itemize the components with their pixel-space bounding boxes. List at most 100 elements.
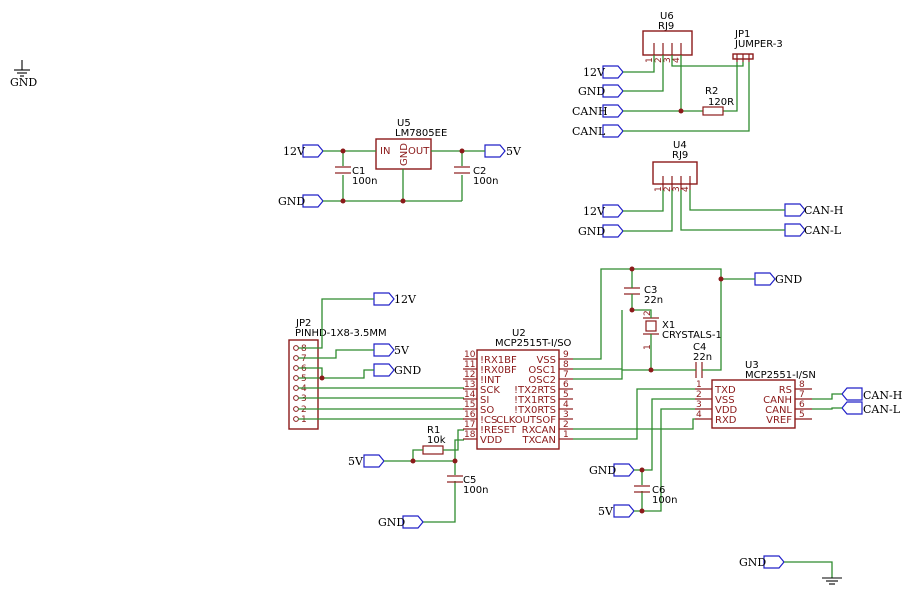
resistor-r2[interactable]: R2 120R bbox=[702, 86, 734, 116]
u6-value: RJ9 bbox=[658, 21, 674, 32]
net-label-can-l-u4[interactable]: CAN-L bbox=[784, 223, 842, 237]
capacitor-c2[interactable]: C2 100n bbox=[454, 166, 498, 187]
c6-value: 100n bbox=[652, 495, 677, 506]
pin-name: !TX2RTS bbox=[514, 385, 556, 396]
pin-number: 17 bbox=[464, 420, 475, 430]
pin-number: 6 bbox=[563, 380, 569, 390]
c1-value: 100n bbox=[352, 176, 377, 187]
pin-number: 16 bbox=[464, 410, 476, 420]
net-label-12v-u6[interactable]: 12V bbox=[583, 65, 624, 79]
svg-text:1: 1 bbox=[643, 344, 653, 350]
pin-number: 12 bbox=[464, 370, 475, 380]
pin-number: 6 bbox=[799, 400, 805, 410]
u4-value: RJ9 bbox=[672, 150, 688, 161]
net-label-can-h-u3[interactable]: CAN-H bbox=[841, 387, 902, 402]
header-jp2[interactable]: JP2 PINHD-1X8-3.5MM 8 7 6 5 4 3 2 1 bbox=[288, 318, 387, 430]
pin-name: !CS bbox=[480, 415, 497, 426]
net-label-can-h-u4[interactable]: CAN-H bbox=[784, 203, 843, 217]
capacitor-c6[interactable]: C6 100n bbox=[634, 485, 677, 506]
svg-text:2: 2 bbox=[301, 405, 307, 415]
capacitor-c3[interactable]: C3 22n bbox=[624, 285, 663, 306]
net-label-gnd-jp2[interactable]: GND bbox=[373, 363, 421, 377]
c2-value: 100n bbox=[473, 176, 498, 187]
capacitor-c1[interactable]: C1 100n bbox=[335, 166, 377, 187]
net-label-5v-regulator[interactable]: 5V bbox=[484, 144, 522, 158]
net-label-gnd-bottom[interactable]: GND bbox=[739, 555, 785, 569]
pin-name: !INT bbox=[480, 375, 501, 386]
net-label-text: CAN-L bbox=[863, 403, 901, 416]
connector-u4-rj9[interactable]: U4 RJ9 1 2 3 4 bbox=[652, 140, 698, 192]
jp2-ref: JP2 bbox=[295, 318, 311, 329]
resistor-r1[interactable]: R1 10k bbox=[422, 425, 446, 455]
pin-name: !RESET bbox=[480, 425, 517, 436]
net-label-text: 12V bbox=[583, 66, 606, 79]
pin-number: 8 bbox=[563, 360, 569, 370]
pin-name: !TX1RTS bbox=[514, 395, 556, 406]
net-label-text: 5V bbox=[506, 145, 522, 158]
net-label-canl-u6[interactable]: CANL bbox=[572, 124, 624, 138]
u5-pin-out: OUT bbox=[408, 146, 430, 157]
net-label-12v-regulator[interactable]: 12V bbox=[283, 144, 324, 158]
net-label-text: 5V bbox=[394, 344, 410, 357]
pin-name: RXCAN bbox=[522, 425, 556, 436]
jp1-ref: JP1 bbox=[734, 29, 750, 40]
svg-text:4: 4 bbox=[672, 57, 682, 63]
jumper-jp1[interactable]: JP1 JUMPER-3 bbox=[732, 29, 783, 62]
jp2-value: PINHD-1X8-3.5MM bbox=[295, 328, 387, 339]
net-label-text: 12V bbox=[583, 205, 606, 218]
pin-name: VDD bbox=[480, 435, 503, 446]
net-label-12v-jp2[interactable]: 12V bbox=[373, 292, 417, 306]
pin-number: 9 bbox=[563, 350, 569, 360]
capacitor-c4[interactable]: C4 22n bbox=[693, 342, 712, 378]
pin-number: 4 bbox=[696, 410, 702, 420]
pin-number: 2 bbox=[563, 420, 569, 430]
x1-value: CRYSTALS-1 bbox=[662, 330, 722, 341]
u4-ref: U4 bbox=[673, 140, 687, 151]
capacitor-c5[interactable]: C5 100n bbox=[447, 475, 488, 496]
u3-pin-8: 8RS bbox=[779, 380, 812, 396]
net-label-text: 5V bbox=[348, 455, 364, 468]
pin-name: VDD bbox=[715, 405, 738, 416]
svg-text:2: 2 bbox=[643, 310, 653, 316]
net-label-text: GND bbox=[278, 195, 305, 208]
r2-ref: R2 bbox=[705, 86, 718, 97]
regulator-u5[interactable]: U5 LM7805EE IN OUT GND bbox=[375, 118, 447, 170]
x1-ref: X1 bbox=[662, 320, 675, 331]
net-label-text: GND bbox=[378, 516, 405, 529]
gnd-symbol-topleft: GND bbox=[10, 60, 37, 89]
connector-u6-rj9[interactable]: U6 RJ9 1 2 3 4 bbox=[642, 11, 693, 63]
net-label-gnd-u3[interactable]: GND bbox=[589, 463, 635, 477]
net-label-can-l-u3[interactable]: CAN-L bbox=[841, 401, 901, 416]
net-label-gnd-u6[interactable]: GND bbox=[578, 84, 624, 98]
pin-name: VREF bbox=[766, 415, 792, 426]
net-label-gnd-regulator[interactable]: GND bbox=[278, 194, 324, 208]
pin-number: 7 bbox=[563, 370, 569, 380]
net-label-gnd-u2[interactable]: GND bbox=[378, 515, 424, 529]
net-label-gnd-u4[interactable]: GND bbox=[578, 224, 624, 238]
net-label-text: 12V bbox=[394, 293, 417, 306]
c3-ref: C3 bbox=[644, 285, 657, 296]
chip-u2-mcp2515[interactable]: U2 MCP2515T-I/SO 10!RX1BF11!RX0BF12!INT1… bbox=[463, 328, 573, 450]
u2-pin-4: 4!TX0RTS bbox=[514, 400, 573, 416]
svg-text:4: 4 bbox=[301, 384, 307, 394]
net-label-5v-jp2[interactable]: 5V bbox=[373, 343, 410, 357]
c4-value: 22n bbox=[693, 352, 712, 363]
pin-name: OSC2 bbox=[528, 375, 556, 386]
crystal-x1[interactable]: X1 CRYSTALS-1 2 1 bbox=[643, 310, 722, 350]
net-label-5v-u2[interactable]: 5V bbox=[348, 454, 385, 468]
net-label-gnd-crystal[interactable]: GND bbox=[754, 272, 802, 286]
net-label-5v-u3[interactable]: 5V bbox=[598, 504, 635, 518]
net-label-12v-u4[interactable]: 12V bbox=[583, 204, 624, 218]
net-label-canh-u6[interactable]: CANH bbox=[572, 104, 624, 118]
